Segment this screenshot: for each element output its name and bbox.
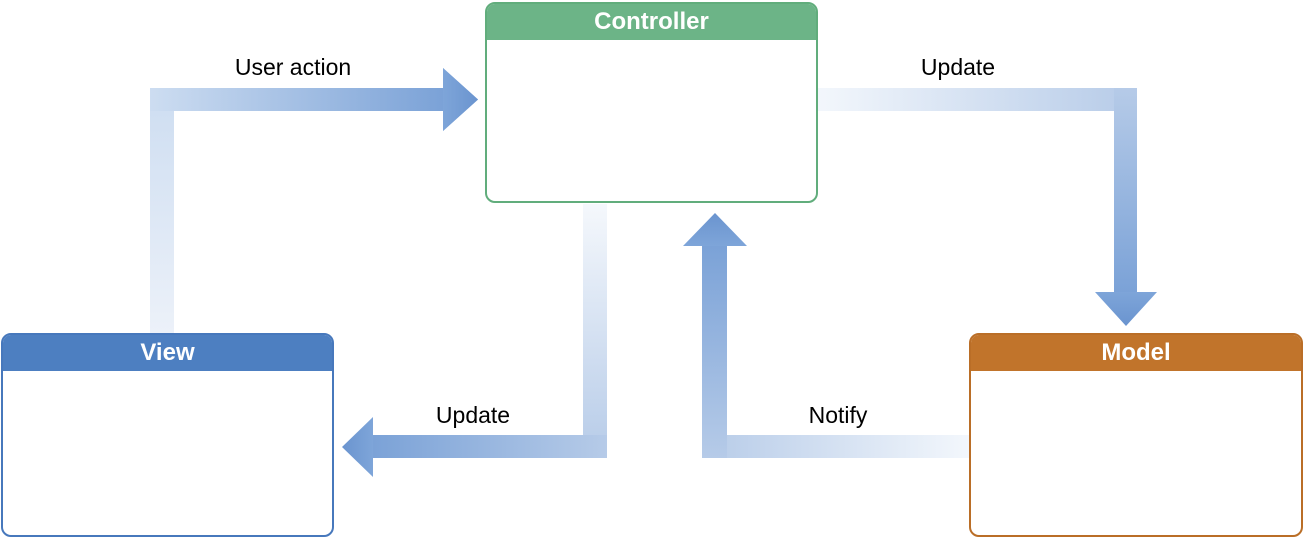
node-controller-header: Controller [487, 4, 816, 42]
user-action-arrow [150, 68, 478, 334]
edge-label-notify: Notify [808, 402, 868, 428]
node-view-title: View [140, 339, 195, 366]
update-view-arrowhead [342, 417, 373, 477]
node-view-header: View [3, 335, 332, 373]
node-controller: Controller [485, 2, 818, 203]
edge-label-update-model: Update [920, 54, 996, 80]
user-action-arrowhead [443, 68, 478, 131]
notify-arrowhead [683, 213, 747, 246]
node-controller-title: Controller [594, 8, 709, 35]
node-model: Model [969, 333, 1303, 537]
edge-label-user-action: User action [234, 54, 352, 80]
update-model-arrow [818, 88, 1157, 326]
edge-label-update-view: Update [435, 402, 511, 428]
node-model-header: Model [971, 335, 1301, 373]
node-model-title: Model [1101, 339, 1171, 366]
notify-arrow [683, 213, 969, 458]
update-model-arrowhead [1095, 292, 1157, 326]
node-view: View [1, 333, 334, 537]
update-view-arrow [342, 204, 607, 477]
